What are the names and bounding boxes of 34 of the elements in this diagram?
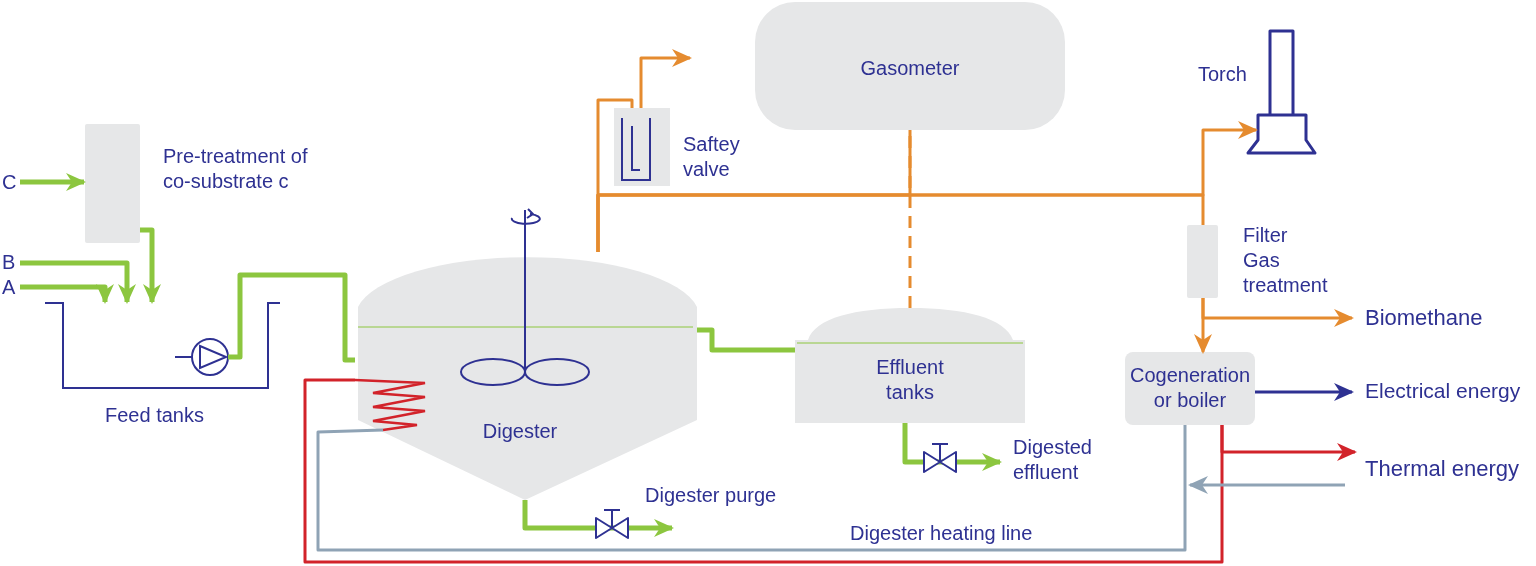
tank-label: Gasometer [859,56,961,81]
input-label: B [2,250,20,274]
pipe-arrow [639,49,692,108]
output-label: Biomethane [1365,304,1505,332]
gasometer-tank [755,2,1065,130]
output-label: Electrical energy [1365,378,1533,406]
pipe-arrow [522,500,674,537]
tank-label: Digester [481,419,559,444]
cogeneration-box [1125,352,1255,425]
output-label: Digester purge [645,483,800,509]
pipe-line [303,378,1224,564]
line-label: Digester heating line [850,521,1033,546]
output-label: Thermal energy [1365,455,1530,483]
pipe-line [697,327,795,353]
output-label: Digested effluent [1013,435,1113,491]
pipe-arrow [20,284,114,304]
tank-label: Feed tanks [105,403,205,428]
pipe-arrow [1255,383,1354,401]
pipe-line [228,272,355,363]
pipe-line [316,425,1187,552]
torch-label: Torch [1198,62,1248,87]
tank-label: Effluent tanks [875,355,945,405]
input-label: C [2,170,20,194]
pipe-arrow [1201,298,1354,327]
pipe-arrow [20,260,136,304]
pipe-arrow [1188,476,1345,494]
valve-label: Saftey valve [683,132,741,182]
box-label: Cogeneration or boiler [1128,363,1252,413]
pipe-line [596,193,1205,252]
pipe-arrow [20,173,86,191]
box-label: Pre-treatment of co-substrate c [163,144,309,194]
pipe-arrow [140,227,161,304]
filter-label: Filter Gas treatment [1243,223,1328,298]
input-label: A [2,275,20,299]
